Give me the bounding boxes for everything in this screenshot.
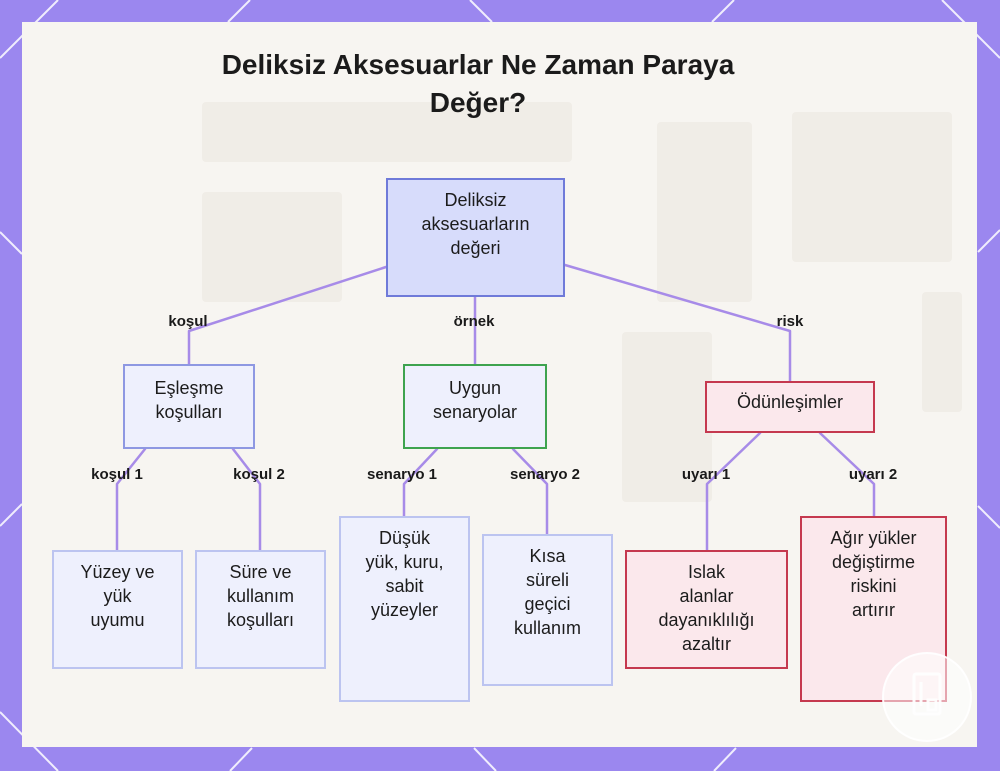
watermark-logo-icon [884,654,970,740]
node-tradeoffs: Ödünleşimler [705,381,875,433]
edge-label-example: örnek [454,313,495,331]
node-wet: Islak alanlar dayanıklılığı azaltır [625,550,788,669]
edge-label-risk: risk [777,313,804,331]
edge-root-tradeoffs [565,265,790,381]
edge-label-warning-2: uyarı 2 [849,466,897,484]
edge-label-condition-1: koşul 1 [91,466,143,484]
edge-conditions-surface [117,449,145,550]
edge-scenarios-temporary [513,449,547,534]
node-lowload: Düşük yük, kuru, sabit yüzeyler [339,516,470,702]
edge-label-scenario-2: senaryo 2 [510,466,580,484]
node-surface: Yüzey ve yük uyumu [52,550,183,669]
edge-root-conditions [189,267,386,364]
edge-label-condition-2: koşul 2 [233,466,285,484]
edge-tradeoffs-wet [707,433,760,550]
node-conditions: Eşleşme koşulları [123,364,255,449]
node-scenarios: Uygun senaryolar [403,364,547,449]
node-temporary: Kısa süreli geçici kullanım [482,534,613,686]
edge-label-scenario-1: senaryo 1 [367,466,437,484]
edge-label-warning-1: uyarı 1 [682,466,730,484]
edge-conditions-duration [233,449,260,550]
node-root: Deliksiz aksesuarların değeri [386,178,565,297]
watermark-logo [882,652,972,742]
edge-label-condition: koşul [168,313,207,331]
node-duration: Süre ve kullanım koşulları [195,550,326,669]
